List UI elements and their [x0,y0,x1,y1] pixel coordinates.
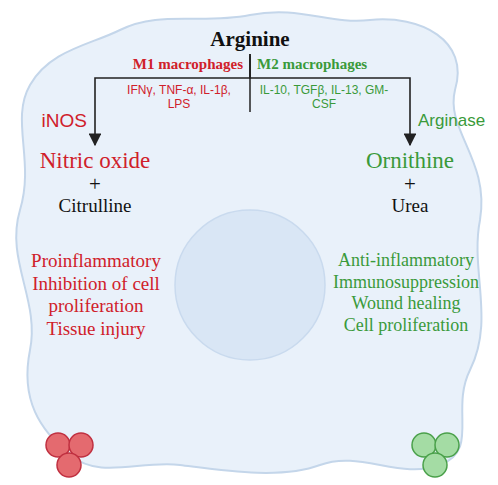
substrate-title: Arginine [207,28,293,51]
enzyme-label: Arginase [418,111,485,131]
m2-heading: M2 macrophages [257,56,407,73]
reaction-arrow [95,54,250,145]
product-node: Ornithine+Urea [363,148,458,217]
m2-effect: Wound healing [318,293,494,314]
m1-effect: Tissue injury [8,318,184,340]
m1-effect: Proinflammatory [8,250,184,272]
m2-stimuli: IL-10, TGFβ, IL-13, GM-CSF [258,84,390,112]
m1-heading: M1 macrophages [100,56,243,73]
product-node: Arginine [207,28,293,51]
byproduct-name: Urea [363,196,458,217]
enzyme-label: iNOS [42,110,87,132]
byproduct-name: Citrulline [37,196,154,217]
m2-effect: Cell proliferation [318,315,494,336]
reaction-arrow [250,54,410,145]
m1-effect: Inhibition of cell proliferation [8,273,184,317]
product-name: Nitric oxide [37,148,154,173]
m2-effect: Immunosuppression [318,272,494,293]
m1-stimuli: IFNγ, TNF-α, IL-1β, LPS [116,84,242,112]
product-name: Ornithine [363,148,458,173]
nucleus [175,210,325,360]
macrophage-outline [16,12,481,473]
plus-sign: + [363,173,458,196]
product-node: Nitric oxide+Citrulline [37,148,154,217]
plus-sign: + [37,173,154,196]
m2-cell-cluster [412,433,459,477]
m1-cell-cluster [46,433,93,477]
m2-cell [423,453,447,477]
m2-effect: Anti-inflammatory [318,250,494,271]
m1-cell [57,453,81,477]
